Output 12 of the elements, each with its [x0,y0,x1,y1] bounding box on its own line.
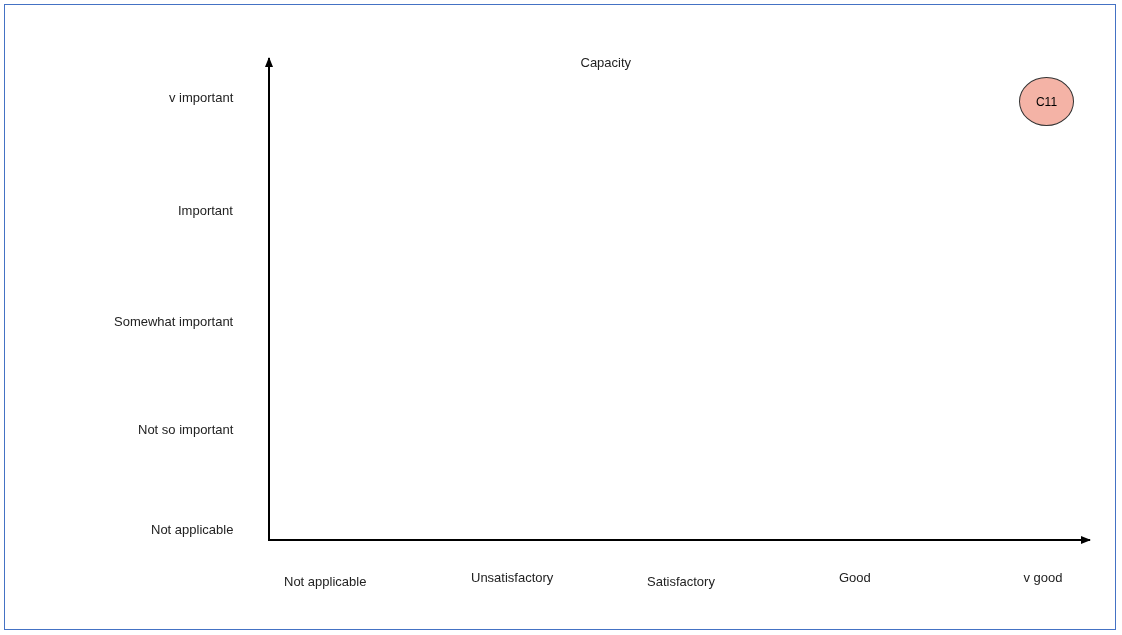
y-axis-label: v important [169,90,234,106]
x-axis-label: Unsatisfactory [471,570,554,586]
x-axis-label: v good [1023,570,1063,586]
y-axis-label: Not so important [138,422,234,438]
point-circle: C11 [1019,77,1074,126]
x-axis-label: Satisfactory [647,574,715,590]
x-axis-label: Not applicable [284,574,367,590]
x-axis-label: Good [839,570,871,586]
chart-title: Capacity [580,55,632,71]
y-axis-label: Not applicable [151,522,234,538]
y-axis-label: Important [178,203,233,219]
y-axis-label: Somewhat important [114,314,234,330]
